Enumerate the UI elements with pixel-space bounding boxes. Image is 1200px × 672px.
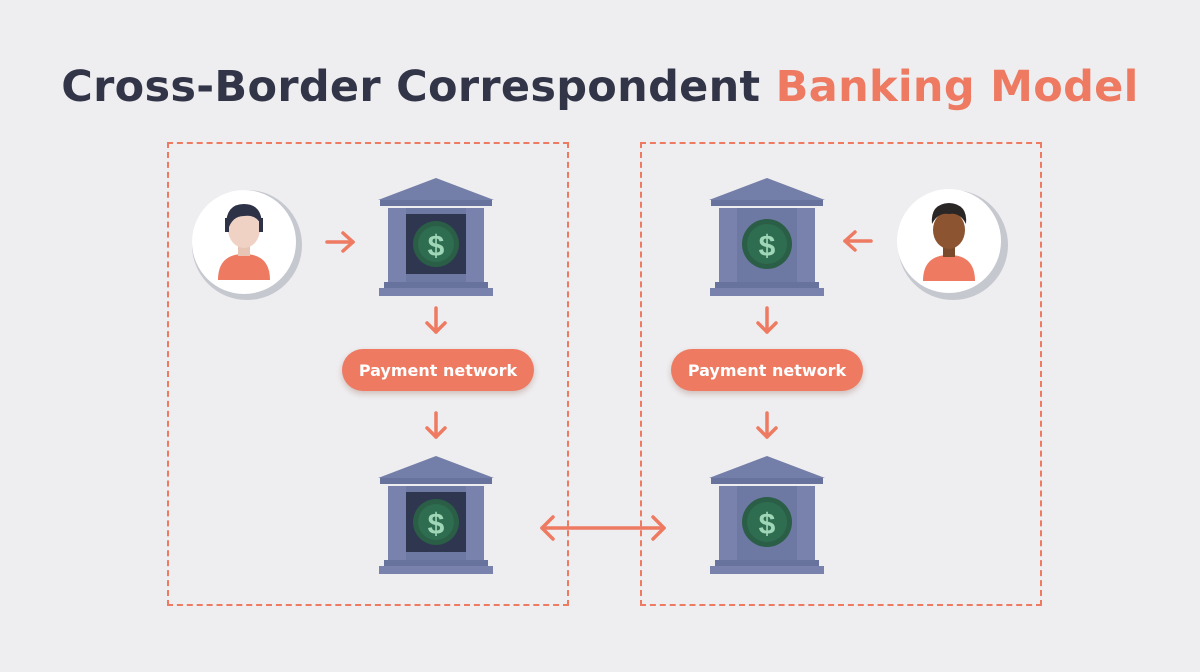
sender-bank-icon: $ bbox=[378, 178, 494, 296]
right-country-region bbox=[640, 142, 1042, 606]
recipient-person-icon bbox=[897, 189, 1008, 300]
arrow-down-icon bbox=[425, 411, 447, 439]
correspondent-bank-left-icon: $ bbox=[378, 456, 494, 574]
payment-network-left: Payment network bbox=[342, 349, 534, 391]
payment-network-right: Payment network bbox=[671, 349, 863, 391]
diagram-title: Cross-Border Correspondent Banking Model bbox=[0, 62, 1200, 112]
dollar-icon: $ bbox=[759, 230, 776, 263]
title-accent: Banking Model bbox=[775, 62, 1139, 112]
dollar-icon: $ bbox=[759, 508, 776, 541]
sender-person-icon bbox=[192, 190, 302, 300]
arrow-down-icon bbox=[756, 411, 778, 439]
correspondent-bank-right-icon: $ bbox=[709, 456, 825, 574]
dollar-icon: $ bbox=[428, 230, 445, 263]
arrow-down-icon bbox=[756, 306, 778, 334]
title-main: Cross-Border Correspondent bbox=[61, 62, 761, 112]
recipient-bank-icon: $ bbox=[709, 178, 825, 296]
arrow-down-icon bbox=[425, 306, 447, 334]
dollar-icon: $ bbox=[428, 508, 445, 541]
arrow-left-icon bbox=[843, 230, 873, 252]
left-country-region bbox=[167, 142, 569, 606]
arrow-right-icon bbox=[325, 231, 355, 253]
double-arrow-icon bbox=[540, 515, 666, 541]
